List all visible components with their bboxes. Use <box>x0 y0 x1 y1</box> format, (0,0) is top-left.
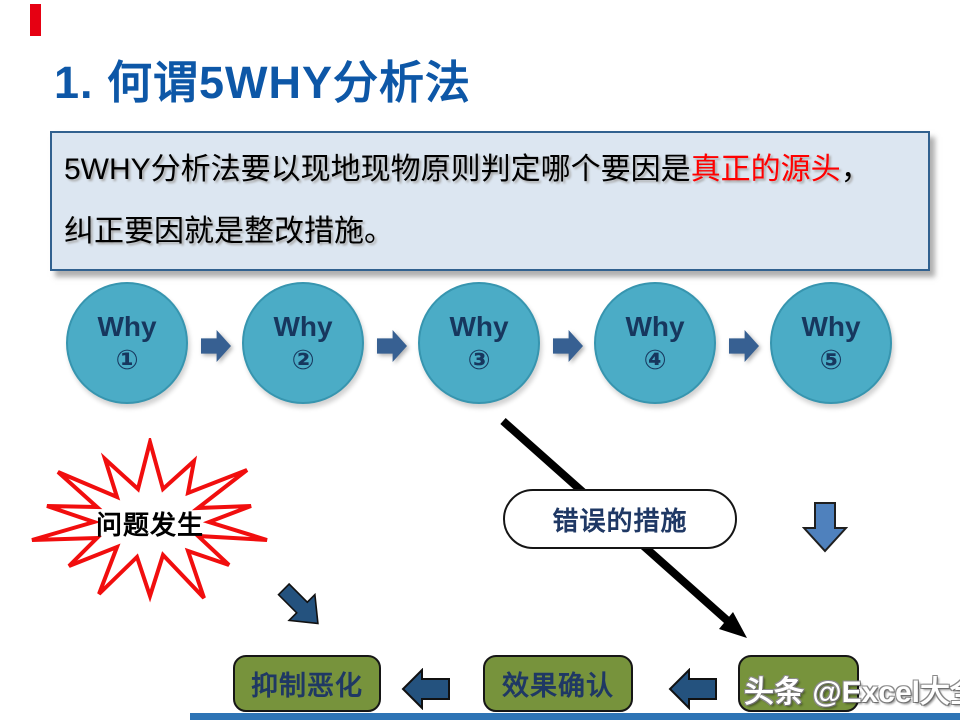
box-suppress-label: 抑制恶化 <box>251 671 363 701</box>
box-suppress-worsening: 抑制恶化 <box>233 655 381 712</box>
why-label: Why <box>273 311 333 343</box>
problem-burst-label: 问题发生 <box>95 509 204 540</box>
chain-arrow-icon <box>201 330 231 362</box>
box-effect-confirm: 效果确认 <box>483 655 633 712</box>
intro-line-2: 纠正要因就是整改措施。 <box>64 215 394 248</box>
chain-arrow-icon <box>553 330 583 362</box>
box-confirm-label: 效果确认 <box>502 671 614 701</box>
intro-line1-highlight: 真正的源头 <box>690 153 841 186</box>
why-label: Why <box>97 311 157 343</box>
diagonal-arrow-icon <box>277 582 319 625</box>
top-left-red-accent <box>30 4 41 36</box>
why-label: Why <box>625 311 685 343</box>
why-number: ② <box>291 344 315 375</box>
wrong-measure-label: 错误的措施 <box>552 505 688 536</box>
why-circle-3: Why ③ <box>418 282 540 404</box>
wrong-measure-pill: 错误的措施 <box>503 489 737 549</box>
intro-line1-comma: ， <box>840 153 871 186</box>
chain-arrow-icon <box>377 330 407 362</box>
bottom-blue-bar <box>190 713 960 720</box>
watermark: 头条 @Excel大全 <box>744 676 960 709</box>
left-arrow-icon <box>668 668 717 710</box>
why-label: Why <box>449 311 509 343</box>
problem-burst: 问题发生 <box>28 438 272 608</box>
intro-line1-prefix: 5WHY分析法要以现地现物原则判定哪个要因是 <box>64 153 691 186</box>
why-circle-4: Why ④ <box>594 282 716 404</box>
intro-line-1: 5WHY分析法要以现地现物原则判定哪个要因是真正的源头， <box>52 139 928 201</box>
intro-panel: 5WHY分析法要以现地现物原则判定哪个要因是真正的源头， 纠正要因就是整改措施。 <box>50 131 930 271</box>
red-explosion-icon <box>31 438 268 603</box>
why-number: ① <box>115 344 139 375</box>
left-arrow-icon <box>401 668 450 710</box>
why-number: ⑤ <box>819 344 843 375</box>
why-number: ③ <box>467 344 491 375</box>
why-label: Why <box>801 311 861 343</box>
why-circle-5: Why ⑤ <box>770 282 892 404</box>
why-number: ④ <box>643 344 667 375</box>
chain-arrow-icon <box>729 330 759 362</box>
box-watermarked <box>738 655 859 712</box>
page-title: 1. 何谓5WHY分析法 <box>54 57 472 108</box>
down-arrow-icon <box>802 502 848 553</box>
why-circle-2: Why ② <box>242 282 364 404</box>
why-circle-1: Why ① <box>66 282 188 404</box>
